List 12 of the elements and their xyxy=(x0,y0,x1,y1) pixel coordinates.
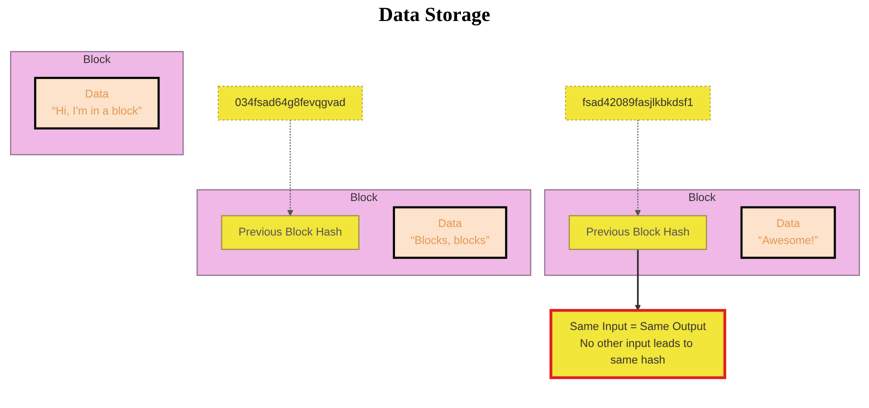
node-box: 034fsad64g8fevqgvad xyxy=(217,86,362,121)
node-box: Previous Block Hash xyxy=(568,216,706,250)
node-box: Data “Hi, I’m in a block” xyxy=(34,77,160,130)
arrow xyxy=(286,120,293,216)
node-box: Data “Blocks, blocks” xyxy=(392,206,507,260)
arrow xyxy=(634,120,640,216)
node-box: Same Input = Same Output No other input leads to same hash xyxy=(549,309,726,380)
node-box: fsad42089fasjlkbkdsf1 xyxy=(564,86,710,121)
node-box: Previous Block Hash xyxy=(220,216,359,250)
arrow xyxy=(634,250,640,311)
diagram-title: Data Storage xyxy=(378,4,492,27)
node-box: Data “Awesome!” xyxy=(740,206,836,260)
